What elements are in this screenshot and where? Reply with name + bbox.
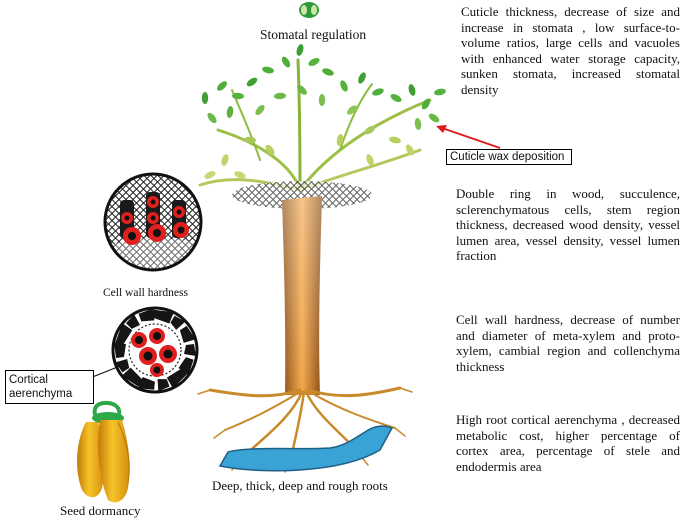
- leaf: [347, 105, 357, 115]
- leaf: [232, 92, 244, 100]
- cuticle-wax-deposition-label: Cuticle wax deposition: [446, 149, 572, 165]
- aerenchyma-gap: [179, 325, 196, 343]
- cuticle-arrow: [436, 125, 501, 149]
- leaf: [358, 72, 366, 84]
- leaf: [364, 125, 376, 135]
- aerenchyma-gap: [121, 367, 143, 387]
- roots-label: Deep, thick, deep and rough roots: [212, 478, 388, 493]
- aerenchyma-gap: [138, 308, 155, 322]
- leaf: [207, 112, 217, 124]
- leaf: [322, 68, 334, 76]
- leaf: [340, 80, 348, 92]
- leaf: [421, 98, 431, 110]
- seed-pepper-illustration: [77, 400, 130, 503]
- stomatal-regulation-label: Stomatal regulation: [260, 27, 367, 42]
- leaf: [336, 134, 344, 146]
- xylem-traits-text: Cell wall hardness, decrease of number a…: [456, 312, 680, 374]
- leaf: [390, 94, 402, 102]
- tree-canopy: [198, 58, 432, 192]
- aerenchyma-gap: [166, 368, 188, 389]
- leaf: [296, 44, 304, 56]
- leaf: [308, 58, 320, 66]
- leaf: [389, 136, 401, 144]
- stem-traits-text: Double ring in wood, succulence, scleren…: [456, 186, 680, 264]
- aerenchyma-gap: [153, 309, 174, 324]
- leaf: [234, 171, 246, 179]
- leaf: [201, 92, 209, 104]
- leaf: [221, 154, 229, 166]
- aerenchyma-gap: [157, 379, 170, 392]
- tree-leaves: [201, 44, 446, 179]
- leaf: [318, 94, 326, 106]
- leaf: [274, 92, 286, 100]
- leaf: [244, 136, 256, 144]
- leaf: [255, 104, 265, 116]
- leaf: [262, 66, 274, 74]
- stomata-icon: [299, 2, 319, 18]
- water-pool: [218, 425, 394, 472]
- leaf: [434, 88, 446, 96]
- leaf: [414, 118, 422, 130]
- cell-wall-cross-section: [103, 172, 203, 272]
- leaf: [217, 81, 227, 91]
- leaf: [372, 88, 384, 96]
- aerenchyma-gap: [125, 314, 141, 329]
- leaf: [281, 56, 291, 68]
- aerenchyma-gap: [115, 358, 130, 373]
- leaf: [226, 106, 234, 118]
- leaf: [405, 144, 415, 156]
- root-traits-text: High root cortical aerenchyma , decrease…: [456, 412, 680, 474]
- canopy-hatch: [232, 181, 372, 209]
- leaf: [297, 85, 307, 95]
- cortical-aerenchyma-label: Cortical aerenchyma: [5, 370, 94, 404]
- leaf: [246, 77, 258, 87]
- leaf: [408, 84, 416, 96]
- aerenchyma-cross-section: [111, 306, 199, 394]
- leaf: [265, 144, 275, 156]
- aerenchyma-gap: [184, 344, 196, 356]
- leaf-traits-text: Cuticle thickness, decrease of size and …: [461, 4, 680, 97]
- aerenchyma-gap: [115, 323, 133, 345]
- leaf: [428, 113, 440, 123]
- seed-dormancy-label: Seed dormancy: [60, 503, 141, 518]
- aerenchyma-gap: [114, 342, 126, 358]
- aerenchyma-arrow: [89, 365, 121, 379]
- cell-wall-hardness-label: Cell wall hardness: [103, 287, 188, 299]
- leaf: [204, 171, 216, 179]
- tree-trunk: [282, 196, 322, 395]
- aerenchyma-gap: [170, 315, 186, 330]
- leaf: [366, 154, 374, 166]
